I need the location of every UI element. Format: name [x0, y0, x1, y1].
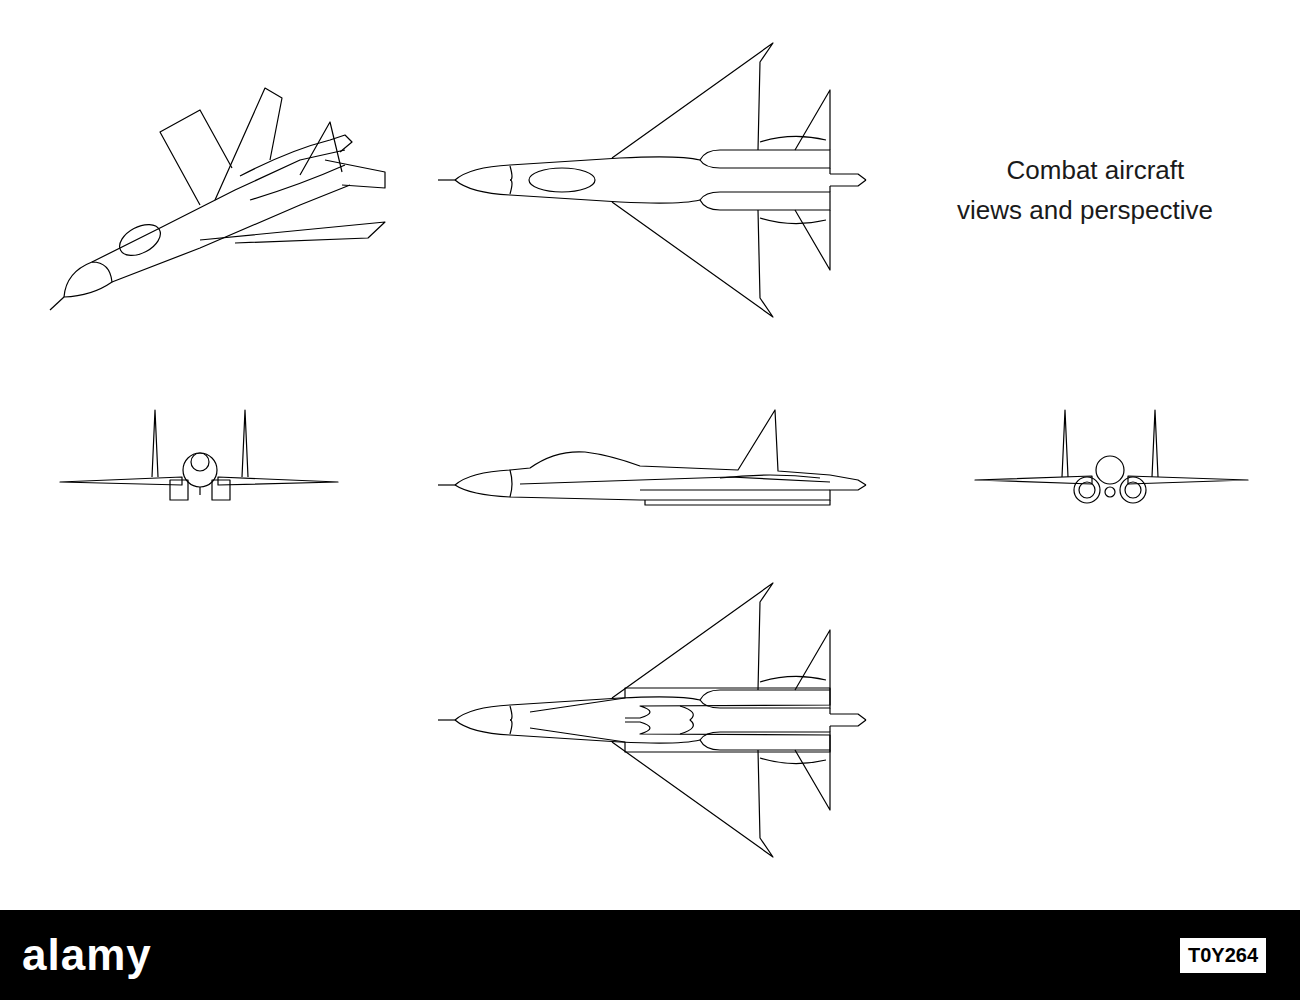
aircraft-line — [530, 722, 830, 752]
aircraft-line — [242, 410, 248, 477]
aircraft-line — [438, 179, 455, 180]
rear-view — [975, 410, 1248, 503]
aircraft-line — [325, 160, 385, 188]
aircraft-line — [530, 688, 830, 718]
aircraft-line — [455, 43, 866, 180]
aircraft-line — [114, 218, 165, 262]
aircraft-line — [1096, 456, 1124, 484]
aircraft-line — [1120, 477, 1146, 503]
aircraft-line — [60, 477, 182, 485]
aircraft-line — [1079, 482, 1095, 498]
aircraft-line — [455, 410, 866, 485]
aircraft-line — [645, 500, 830, 505]
aircraft-line — [170, 480, 188, 500]
aircraft-line — [438, 484, 455, 485]
image-id: T0Y264 — [1180, 938, 1266, 973]
aircraft-line — [250, 165, 345, 200]
aircraft-line — [520, 477, 830, 484]
aircraft-line — [160, 110, 232, 205]
aircraft-line — [455, 583, 866, 720]
perspective-view — [50, 88, 385, 310]
aircraft-line — [455, 720, 866, 857]
side-view — [438, 410, 866, 505]
aircraft-line — [1062, 410, 1068, 477]
aircraft-line — [455, 485, 866, 500]
aircraft-line — [199, 487, 200, 495]
aircraft-line — [92, 150, 345, 262]
aircraft-line — [510, 470, 512, 497]
aircraft-line — [680, 706, 693, 734]
aircraft-line — [1074, 477, 1100, 503]
aircraft-line — [1152, 410, 1158, 477]
aircraft-line — [300, 122, 342, 175]
aircraft-line — [200, 222, 385, 243]
banner-bar — [0, 910, 1300, 1000]
aircraft-line — [215, 88, 282, 200]
aircraft-line — [112, 185, 350, 282]
bottom-view — [438, 583, 866, 857]
aircraft-line — [1125, 482, 1141, 498]
aircraft-line — [529, 168, 595, 192]
aircraft-line — [152, 410, 158, 477]
front-view — [60, 410, 338, 500]
title-text: Combat aircraft views and perspective — [952, 150, 1217, 230]
aircraft-line — [975, 476, 1092, 484]
aircraft-line — [64, 262, 112, 297]
aircraft-line — [640, 489, 830, 490]
aircraft-line — [720, 475, 820, 478]
aircraft-line — [1128, 476, 1248, 484]
aircraft-line — [191, 453, 209, 471]
aircraft-line — [50, 297, 64, 310]
top-view — [438, 43, 866, 317]
aircraft-line — [1105, 487, 1115, 497]
logo-text: alamy — [22, 930, 152, 980]
aircraft-line — [212, 480, 230, 500]
aircraft-line — [438, 719, 455, 720]
aircraft-line — [455, 180, 866, 317]
aircraft-line — [218, 477, 338, 485]
